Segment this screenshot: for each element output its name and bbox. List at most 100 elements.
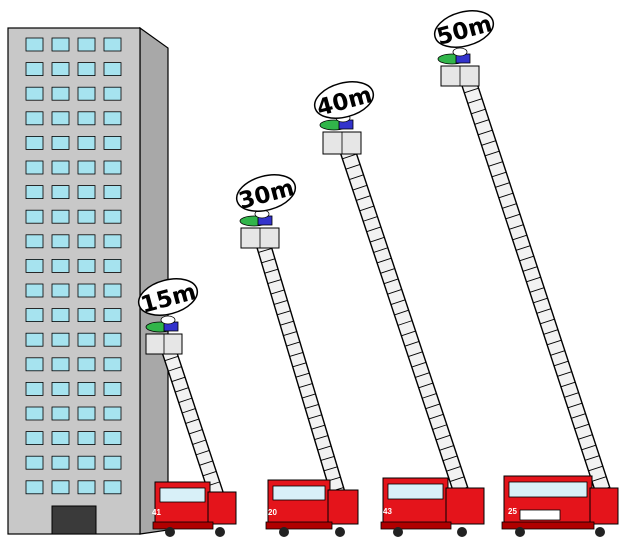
- apartment-building: [8, 28, 168, 534]
- building-window: [78, 309, 95, 322]
- ladder-rail: [255, 242, 333, 502]
- building-window: [104, 87, 121, 100]
- building-window: [26, 186, 43, 199]
- truck-body: 41: [152, 482, 236, 537]
- building-window: [26, 38, 43, 51]
- fire-truck-50m: 50m 25: [431, 5, 618, 537]
- unit-number: 20: [268, 508, 277, 517]
- building-window: [52, 382, 69, 395]
- building-window: [78, 481, 95, 494]
- building-window: [104, 136, 121, 149]
- height-label-bubble: 30m: [233, 169, 300, 217]
- building-window: [26, 235, 43, 248]
- building-window: [26, 432, 43, 445]
- building-window: [104, 407, 121, 420]
- truck-body: 43: [381, 478, 484, 537]
- building-window: [104, 432, 121, 445]
- building-window: [78, 358, 95, 371]
- building-window: [78, 382, 95, 395]
- building-window: [104, 235, 121, 248]
- unit-number: 25: [508, 507, 517, 516]
- unit-number: 43: [383, 507, 392, 516]
- firefighter-crocodile: [438, 48, 470, 64]
- building-window: [26, 358, 43, 371]
- building-window: [104, 210, 121, 223]
- ladder-body: [255, 238, 346, 502]
- building-window: [52, 186, 69, 199]
- building-window: [78, 259, 95, 272]
- building-door: [52, 506, 96, 534]
- building-window: [52, 333, 69, 346]
- building-window: [52, 136, 69, 149]
- building-window: [52, 432, 69, 445]
- building-window: [52, 210, 69, 223]
- building-window: [52, 481, 69, 494]
- building-window: [104, 358, 121, 371]
- building-window: [26, 456, 43, 469]
- building-window: [26, 333, 43, 346]
- building-window: [26, 63, 43, 76]
- building-window: [26, 210, 43, 223]
- building-window: [26, 407, 43, 420]
- building-window: [104, 456, 121, 469]
- building-window: [104, 382, 121, 395]
- building-window: [104, 161, 121, 174]
- building-window: [104, 333, 121, 346]
- building-window: [52, 87, 69, 100]
- building-window: [52, 259, 69, 272]
- building-window: [104, 38, 121, 51]
- building-window: [104, 309, 121, 322]
- ladder-rail: [269, 238, 347, 498]
- building-window: [78, 432, 95, 445]
- building-window: [78, 38, 95, 51]
- building-window: [104, 284, 121, 297]
- building-window: [52, 63, 69, 76]
- unit-number: 41: [152, 508, 161, 517]
- building-window: [26, 87, 43, 100]
- building-window: [52, 284, 69, 297]
- building-window: [78, 186, 95, 199]
- building-window: [78, 63, 95, 76]
- building-window: [104, 186, 121, 199]
- building-window: [78, 210, 95, 223]
- building-window: [52, 309, 69, 322]
- building-window: [78, 407, 95, 420]
- fire-truck-30m: 30m 20: [233, 169, 358, 537]
- building-window: [78, 136, 95, 149]
- building-window: [52, 38, 69, 51]
- building-window: [52, 161, 69, 174]
- building-window: [52, 407, 69, 420]
- building-window: [26, 481, 43, 494]
- aerial-ladder: [339, 144, 471, 503]
- building-window: [78, 235, 95, 248]
- building-window: [78, 456, 95, 469]
- building-window: [104, 112, 121, 125]
- building-window: [26, 112, 43, 125]
- building-window: [78, 333, 95, 346]
- building-window: [104, 481, 121, 494]
- building-window: [104, 63, 121, 76]
- height-label-bubble: 40m: [311, 76, 378, 124]
- building-window: [52, 235, 69, 248]
- height-label-bubble: 50m: [431, 5, 498, 53]
- building-window: [52, 456, 69, 469]
- building-window: [26, 309, 43, 322]
- ladder-basket: [441, 66, 479, 86]
- building-window: [26, 161, 43, 174]
- building-window: [78, 161, 95, 174]
- building-window: [78, 112, 95, 125]
- ladder-basket: [146, 334, 182, 354]
- building-window: [26, 136, 43, 149]
- building-window: [52, 358, 69, 371]
- building-window: [26, 382, 43, 395]
- building-window: [52, 112, 69, 125]
- ladder-rail: [175, 346, 227, 503]
- building-window: [78, 284, 95, 297]
- building-window: [26, 284, 43, 297]
- building-window: [26, 259, 43, 272]
- aerial-ladder: [461, 78, 613, 503]
- aerial-ladder: [255, 238, 346, 502]
- ladder-basket: [241, 228, 279, 248]
- building-window: [78, 87, 95, 100]
